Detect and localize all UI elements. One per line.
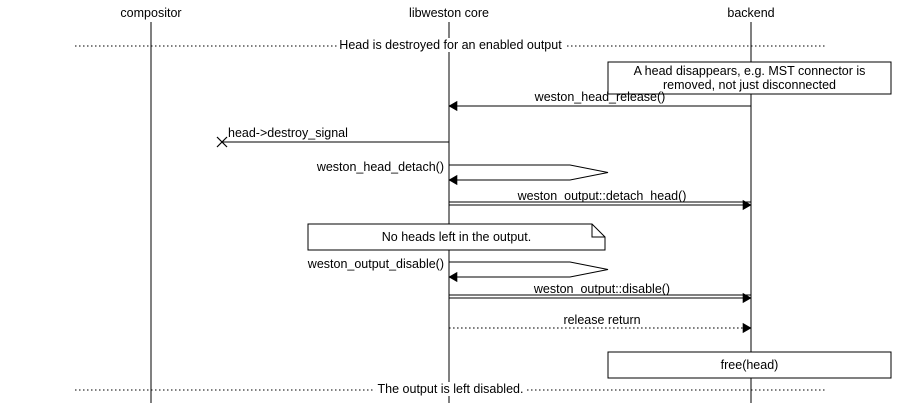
lifeline-header-compositor: compositor [120,6,182,20]
note-body-note-head-disappears [607,61,892,95]
message-label-release-return: release return [563,313,641,327]
note-note-head-disappears [607,61,892,95]
arrowhead-weston-head-detach [448,174,458,186]
message-weston-output-disable-backend [449,292,752,304]
note-note-no-heads-left [307,223,606,251]
message-head-destroy-signal [216,136,449,148]
message-weston-head-detach [448,164,609,186]
message-label-weston-output-detach-head: weston_output::detach_head() [517,189,687,203]
note-label-note-head-disappears: A head disappears, e.g. MST connector is… [633,63,866,93]
note-label-note-free-head: free(head) [720,357,779,372]
arrowhead-weston-head-release [448,100,458,112]
destroy-cross-b-head-destroy-signal [216,136,228,148]
note-note-free-head [607,351,892,379]
arrowhead-release-return [742,322,752,334]
arrowhead-weston-output-detach-head [742,199,752,211]
separator-label-sep-bottom: The output is left disabled. [374,382,527,396]
note-body-note-free-head [607,351,892,379]
message-label-weston-output-disable: weston_output_disable() [307,257,444,271]
arrowhead-weston-output-disable-backend [742,292,752,304]
message-weston-head-release [448,100,751,112]
note-label-note-no-heads-left: No heads left in the output. [381,229,532,244]
lifeline-header-backend: backend [727,6,775,20]
message-label-weston-head-release: weston_head_release() [534,90,666,104]
message-label-weston-output-disable-backend: weston_output::disable() [533,282,671,296]
message-label-weston-head-detach: weston_head_detach() [316,160,444,174]
self-call-loop-weston-output-disable [449,261,609,278]
message-release-return [449,322,752,334]
separator-label-sep-top: Head is destroyed for an enabled output [336,38,565,52]
lifeline-header-libweston-core: libweston core [409,6,489,20]
note-fold-note-no-heads-left [591,224,605,238]
message-label-head-destroy-signal: head->destroy_signal [228,126,348,140]
arrowhead-weston-output-disable [448,271,458,283]
note-body-note-no-heads-left [307,223,606,251]
self-call-loop-weston-head-detach [449,164,609,181]
message-weston-output-disable [448,261,609,283]
message-weston-output-detach-head [449,199,752,211]
